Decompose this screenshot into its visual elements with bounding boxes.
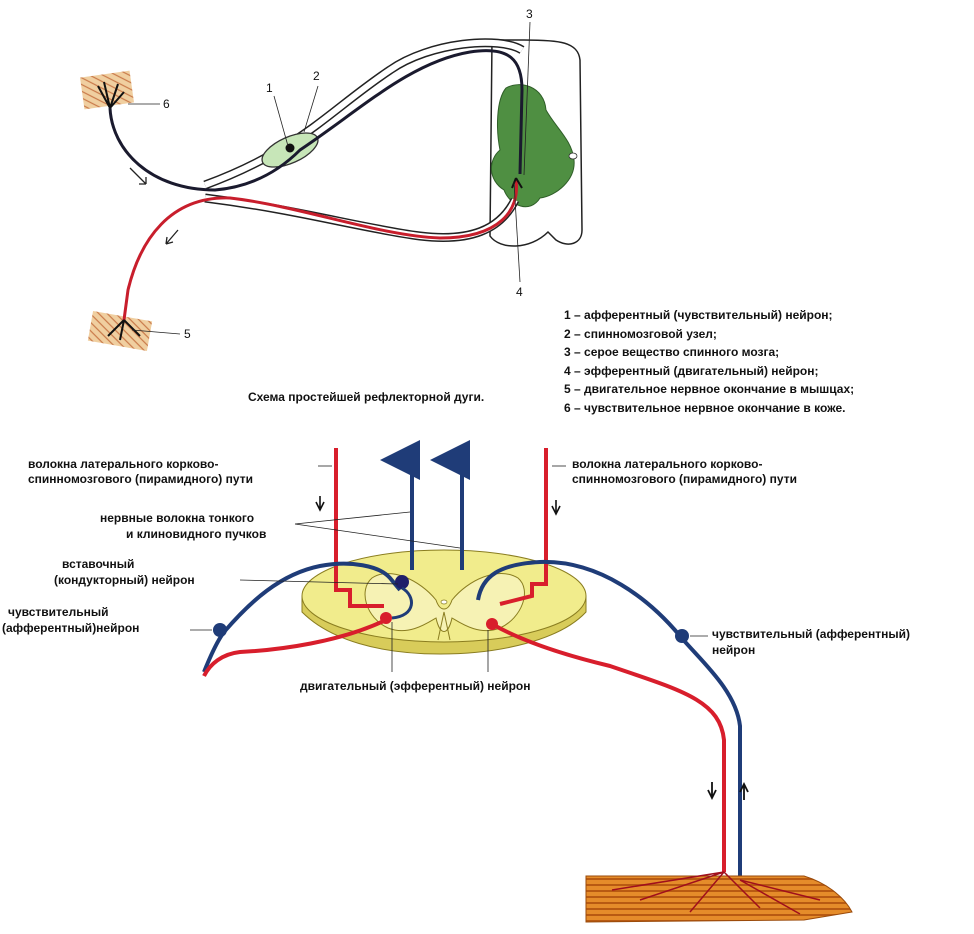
- legend-item-6: 6 – чувствительное нервное окончание в к…: [564, 399, 964, 418]
- callout-4: 4: [516, 285, 523, 299]
- legend-item-4: 4 – эфферентный (двигательный) нейрон;: [564, 362, 964, 381]
- label-right-pyramidal-1: волокна латерального корково-: [572, 457, 762, 471]
- label-interneuron-1: вставочный: [62, 557, 134, 571]
- label-left-pyramidal-1: волокна латерального корково-: [28, 457, 218, 471]
- arrow-left-tract: [316, 496, 324, 510]
- legend-item-3: 3 – серое вещество спинного мозга;: [564, 343, 964, 362]
- simple-reflex-arc: 1 2 3 4 5 6: [80, 7, 582, 351]
- label-right-pyramidal-2: спинномозгового (пирамидного) пути: [572, 472, 797, 486]
- right-motor-fiber: [492, 624, 724, 872]
- callout-6: 6: [163, 97, 170, 111]
- right-sensory-cell: [675, 629, 689, 643]
- efferent-neuron-line: [124, 180, 516, 320]
- legend: 1 – афферентный (чувствительный) нейрон;…: [564, 306, 964, 418]
- legend-item-1: 1 – афферентный (чувствительный) нейрон;: [564, 306, 964, 325]
- diagram-caption: Схема простейшей рефлекторной дуги.: [248, 390, 484, 404]
- label-left-sensory-2: (афферентный)нейрон: [2, 621, 139, 635]
- legend-item-5: 5 – двигательное нервное окончание в мыш…: [564, 380, 964, 399]
- interneuron-cell: [395, 575, 409, 589]
- label-fasciculi-1: нервные волокна тонкого: [100, 511, 254, 525]
- label-motor: двигательный (эфферентный) нейрон: [300, 679, 530, 693]
- spinal-cord-pathways: волокна латерального корково- спинномозг…: [2, 448, 910, 922]
- label-left-pyramidal-2: спинномозгового (пирамидного) пути: [28, 472, 253, 486]
- callout-3: 3: [526, 7, 533, 21]
- arrow-down: [708, 782, 716, 798]
- afferent-cell-body: [286, 144, 295, 153]
- callout-5: 5: [184, 327, 191, 341]
- callout-2: 2: [313, 69, 320, 83]
- label-right-sensory-2: нейрон: [712, 643, 755, 657]
- legend-item-2: 2 – спинномозговой узел;: [564, 325, 964, 344]
- label-fasciculi-2: и клиновидного пучков: [126, 527, 266, 541]
- arrow-efferent: [166, 230, 178, 244]
- label-interneuron-2: (кондукторный) нейрон: [54, 573, 195, 587]
- arrow-right-tract: [552, 500, 560, 514]
- left-sensory-cell: [213, 623, 227, 637]
- label-right-sensory-1: чувствительный (афферентный): [712, 627, 910, 641]
- muscle-block: [586, 876, 852, 922]
- label-left-sensory-1: чувствительный: [8, 605, 108, 619]
- callout-1: 1: [266, 81, 273, 95]
